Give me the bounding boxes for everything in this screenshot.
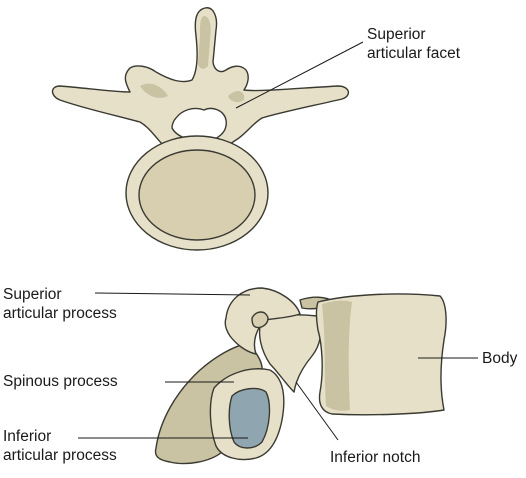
label-inferior-notch-text: Inferior notch <box>330 449 421 466</box>
leader-superior-articular-facet <box>235 41 364 109</box>
label-inferior-articular-process-line2: articular process <box>3 447 117 464</box>
inferior-articular-facet <box>228 387 271 449</box>
leader-superior-articular-process <box>94 292 251 296</box>
leader-inferior-notch <box>295 381 339 441</box>
label-superior-articular-process-line2: articular process <box>3 305 117 322</box>
vertebral-body-shading <box>322 300 352 411</box>
label-inferior-articular-process: Inferior articular process <box>3 427 117 465</box>
label-spinous-process-text: Spinous process <box>3 373 118 390</box>
label-body-text: Body <box>482 350 518 367</box>
vertebral-foramen <box>171 107 227 143</box>
left-facet-shading <box>140 83 168 98</box>
label-superior-articular-process-line1: Superior <box>3 286 62 303</box>
label-superior-articular-process: Superior articular process <box>3 285 117 323</box>
lateral-view-vertebra <box>154 287 447 465</box>
vertebral-body-inner <box>138 149 256 241</box>
label-spinous-process: Spinous process <box>3 372 118 391</box>
label-inferior-notch: Inferior notch <box>330 448 420 467</box>
label-superior-articular-facet-line1: Superior <box>367 26 426 43</box>
label-inferior-articular-process-line1: Inferior <box>3 428 52 445</box>
right-facet-shading <box>228 91 245 103</box>
superior-view-vertebra <box>51 7 349 251</box>
pedicle <box>258 314 322 393</box>
leader-lines <box>78 41 478 441</box>
spinous-shading <box>198 16 211 69</box>
superior-facet-knob <box>251 311 269 329</box>
label-superior-articular-facet-line2: articular facet <box>367 45 461 62</box>
label-superior-articular-facet: Superior articular facet <box>367 25 460 63</box>
label-body: Body <box>482 349 517 368</box>
